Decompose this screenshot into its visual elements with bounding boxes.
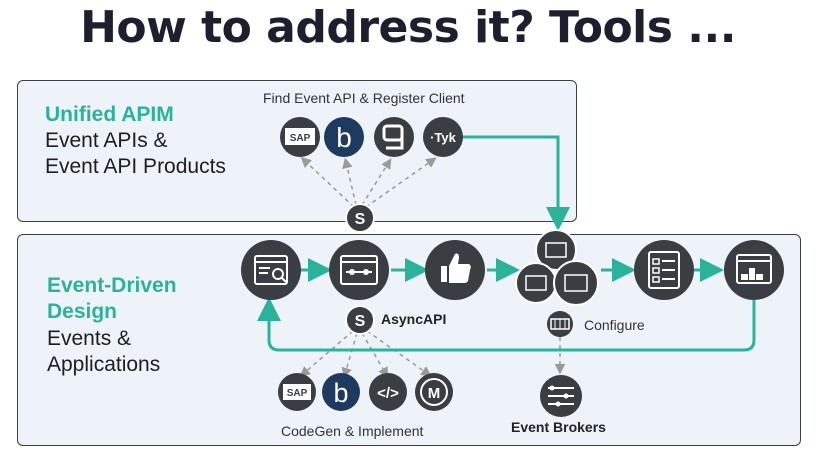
code-brackets-icon: </>	[369, 373, 407, 411]
checklist-icon	[634, 240, 694, 300]
tyk-logo-icon: ·Tyk	[423, 117, 463, 157]
page-title: How to address it? Tools ...	[80, 2, 736, 53]
g-logo-icon	[374, 117, 414, 157]
apim-line2: Event API Products	[45, 155, 226, 178]
configure-label: Configure	[584, 317, 645, 333]
sap-logo-icon: SAP	[280, 117, 320, 157]
codegen-b-logo-icon: b	[322, 373, 360, 411]
svg-text:M: M	[428, 385, 441, 402]
edd-line1: Events &	[47, 327, 132, 350]
svg-text:S: S	[355, 211, 366, 228]
codegen-dashed-links	[299, 330, 432, 379]
asyncapi-label: AsyncAPI	[381, 311, 447, 327]
svg-text:b: b	[333, 378, 348, 408]
mulesoft-logo-icon: M	[415, 373, 453, 411]
edd-heading-line2: Design	[47, 300, 118, 323]
svg-text:S: S	[355, 313, 366, 330]
svg-text:</>: </>	[377, 385, 399, 402]
apim-heading: Unified APIM	[45, 103, 174, 126]
apim-caption: Find Event API & Register Client	[263, 90, 465, 106]
svg-text:·Tyk: ·Tyk	[430, 130, 457, 145]
b-logo-icon: b	[324, 117, 364, 157]
edd-heading-line1: Event-Driven	[47, 274, 177, 297]
loop-back-arrow	[257, 297, 756, 352]
event-broker-icon	[540, 375, 582, 417]
connector-s-icon: S	[345, 203, 375, 233]
folders-icon	[515, 229, 599, 306]
svg-text:SAP: SAP	[290, 133, 311, 144]
asyncapi-s-icon: S	[345, 305, 375, 335]
apim-to-folders-arrow	[462, 135, 570, 231]
deploy-window-icon	[724, 240, 784, 300]
configure-grid-icon	[547, 311, 573, 337]
codegen-caption: CodeGen & Implement	[281, 423, 424, 439]
event-flow-icon	[329, 240, 389, 300]
apim-line1: Event APIs &	[45, 129, 168, 152]
edd-line2: Applications	[47, 353, 161, 376]
svg-text:SAP: SAP	[287, 388, 308, 399]
svg-text:b: b	[336, 122, 352, 153]
apim-dashed-links	[300, 156, 437, 208]
event-brokers-label: Event Brokers	[511, 419, 606, 435]
codegen-sap-logo-icon: SAP	[278, 373, 316, 411]
thumbs-up-icon	[425, 240, 485, 300]
search-document-icon	[241, 240, 301, 300]
